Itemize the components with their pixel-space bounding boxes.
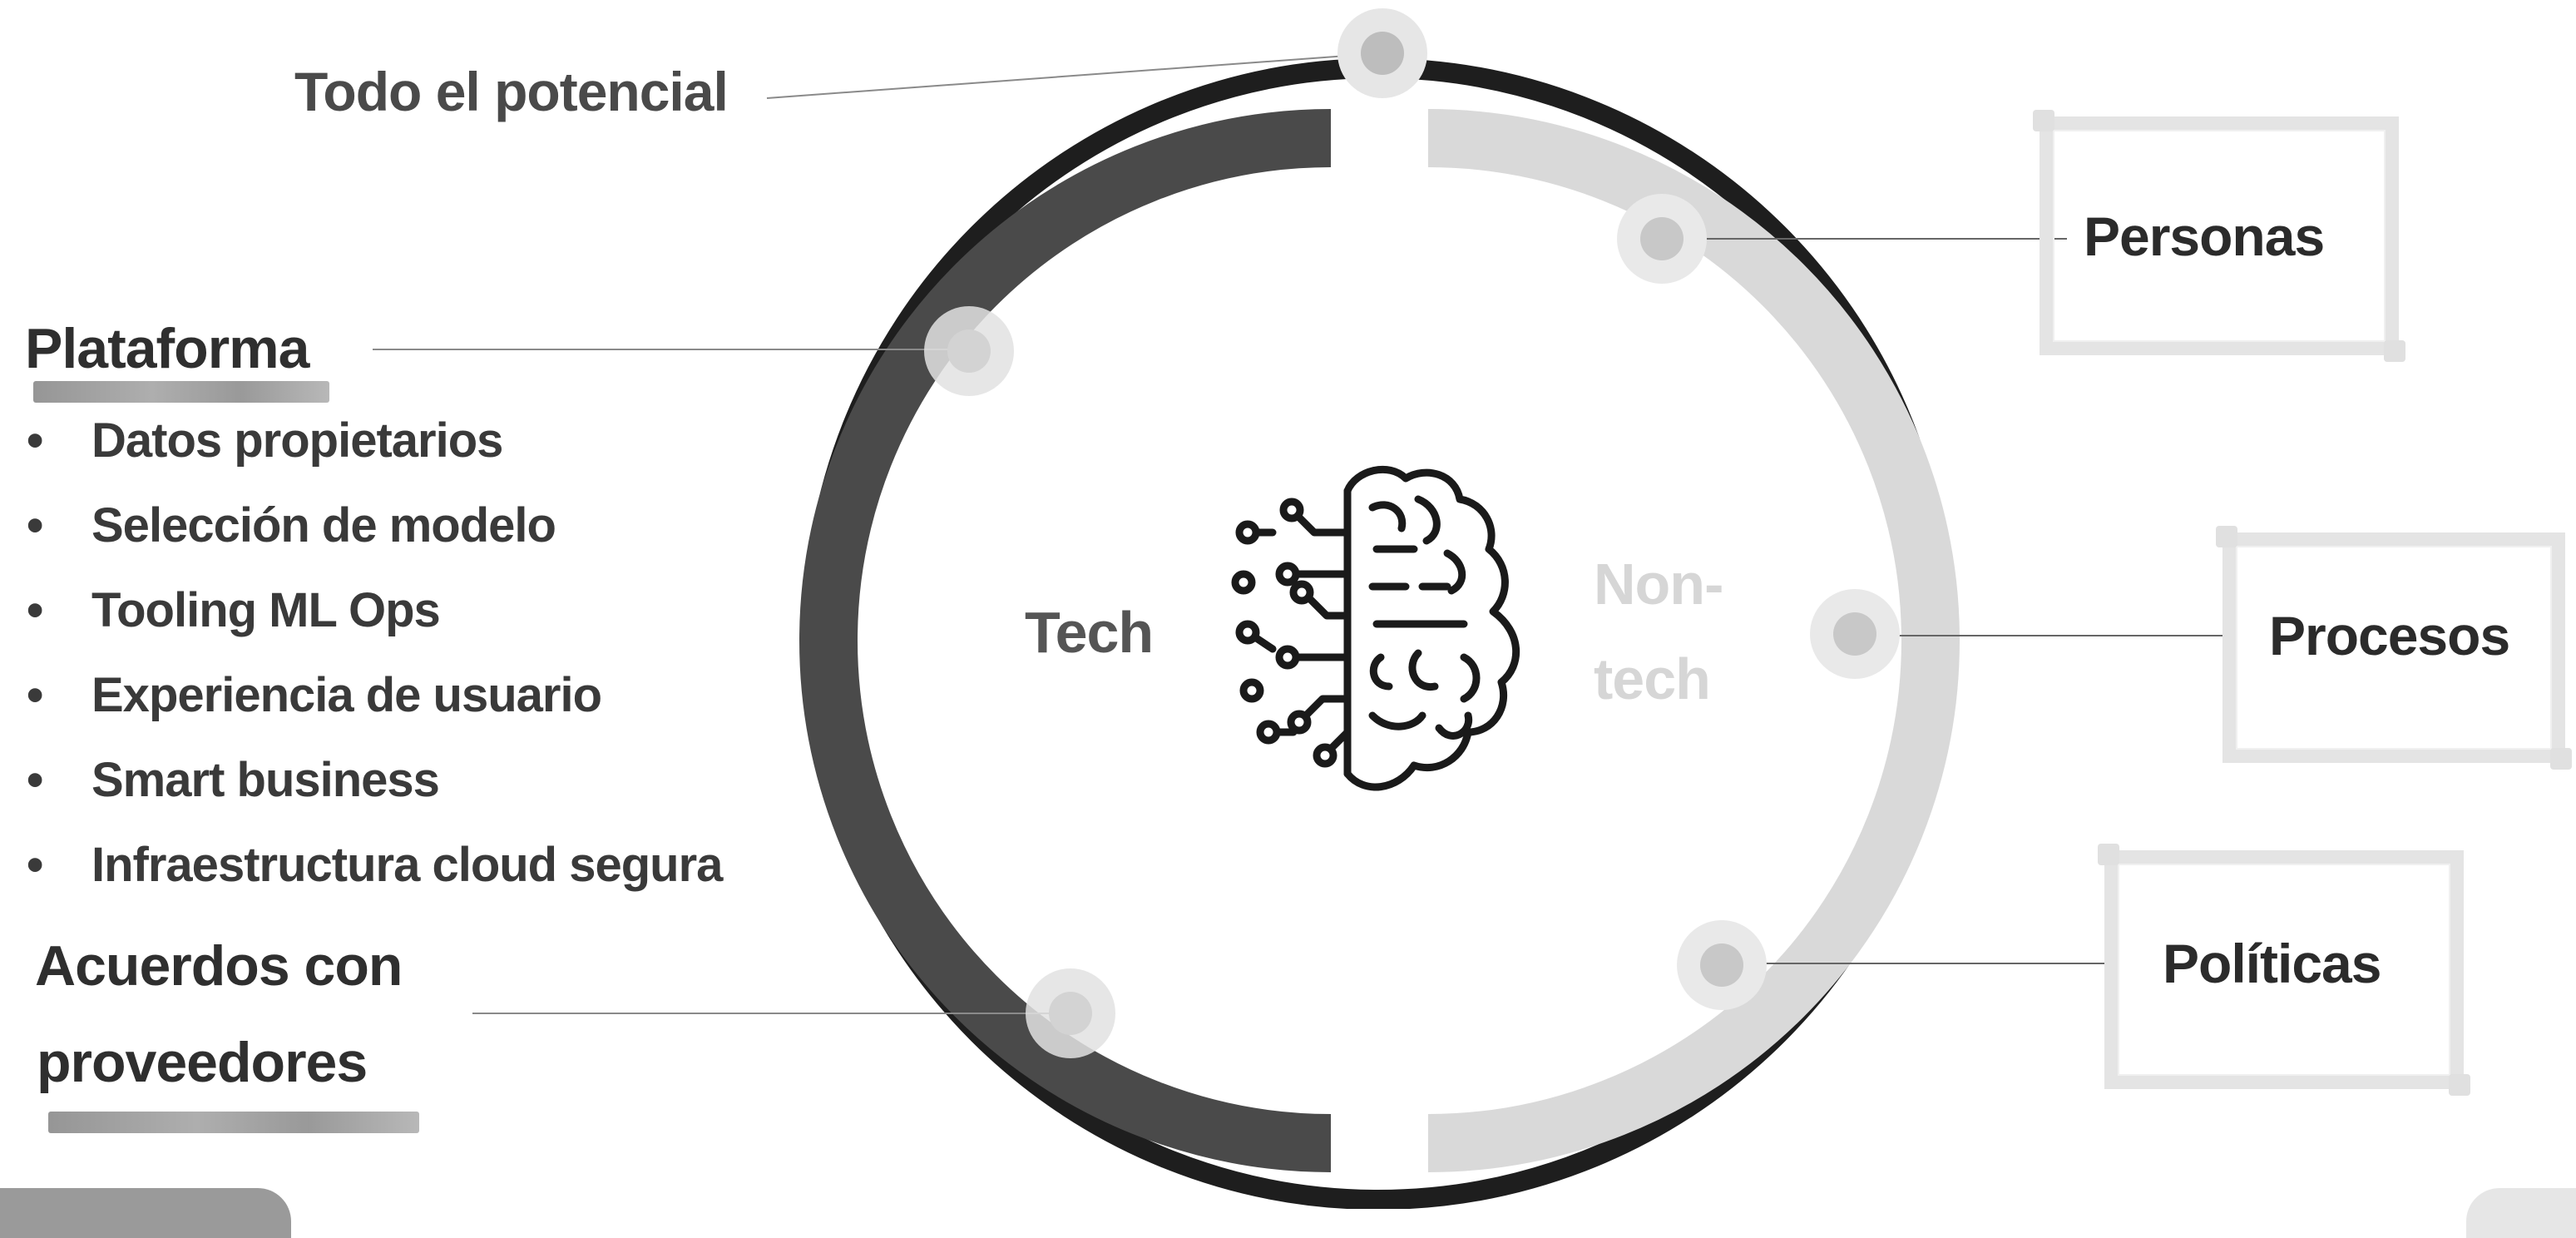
list-item: Selección de modelo: [23, 494, 722, 579]
corner-tab-left: [0, 1188, 291, 1238]
brain-circuit-icon: [1231, 465, 1520, 791]
node-vendors: [1026, 968, 1115, 1058]
label-top: Todo el potencial: [294, 61, 729, 122]
diagram-canvas: Todo el potencial Plataforma Datos propi…: [0, 0, 2576, 1209]
list-item: Datos propietarios: [23, 409, 722, 494]
tech-arc: [799, 109, 1332, 1172]
frame-processes: [2216, 526, 2572, 770]
label-vendors-line1: Acuerdos con: [35, 934, 403, 998]
label-people: Personas: [2084, 206, 2325, 267]
label-tech: Tech: [1025, 600, 1154, 665]
corner-tab-right: [2466, 1188, 2576, 1238]
diagram-graphics: [373, 8, 2233, 1209]
platform-bullet-list: Datos propietarios Selección de modelo T…: [23, 409, 723, 919]
node-top: [1337, 8, 1427, 98]
list-item: Tooling ML Ops: [23, 579, 722, 664]
label-policies: Políticas: [2163, 933, 2381, 994]
list-item: Infraestructura cloud segura: [23, 834, 723, 919]
platform-underline: [33, 381, 329, 403]
node-people: [1617, 194, 1707, 284]
label-nontech-line1: Non-: [1594, 552, 1723, 617]
node-processes: [1810, 589, 1900, 679]
label-nontech-line2: tech: [1594, 646, 1711, 711]
label-vendors-line2: proveedores: [37, 1031, 368, 1094]
label-processes: Procesos: [2269, 605, 2510, 666]
list-item: Experiencia de usuario: [23, 664, 722, 749]
frame-policies: [2098, 844, 2470, 1096]
node-policies: [1677, 920, 1767, 1010]
label-platform: Plataforma: [25, 317, 309, 380]
vendors-underline: [48, 1112, 419, 1133]
connector-top: [766, 52, 1382, 99]
node-platform: [924, 306, 1014, 396]
frame-people: [2033, 110, 2405, 362]
list-item: Smart business: [23, 749, 722, 834]
